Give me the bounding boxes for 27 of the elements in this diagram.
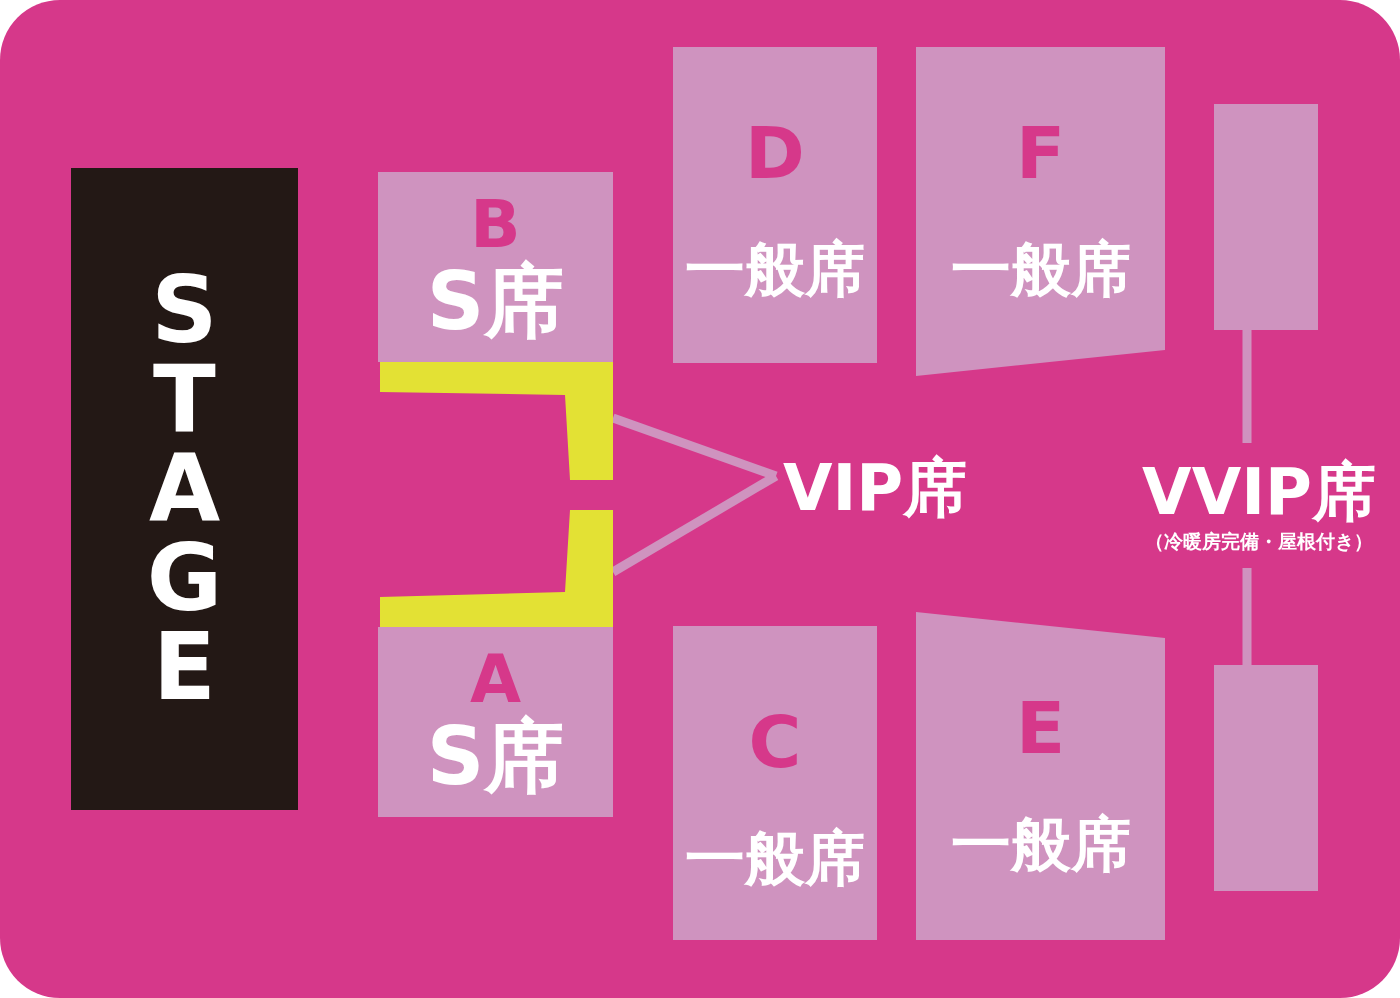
section-letter: A	[469, 647, 522, 713]
seating-section	[378, 627, 613, 817]
vvip-seating-box	[1214, 104, 1318, 330]
amenity-note: （冷暖房完備・屋根付き）	[1145, 532, 1373, 551]
seat-class-label: 一般席	[950, 239, 1131, 299]
seat-class-label: 一般席	[685, 239, 865, 299]
seating-section	[673, 626, 877, 940]
vip-label: VIP席	[782, 456, 968, 520]
vip-seating-area	[380, 510, 613, 627]
vvip-label: VVIP席	[1142, 460, 1376, 524]
seating-section	[916, 47, 1165, 376]
seating-section	[378, 172, 613, 362]
vip-seating-area	[380, 362, 613, 480]
stage-block	[71, 168, 298, 810]
section-letter: C	[748, 706, 802, 778]
seating-section	[916, 612, 1165, 940]
section-letter: F	[1015, 117, 1066, 189]
section-letter: E	[1015, 692, 1066, 764]
seating-section	[673, 47, 877, 363]
seat-class-label: 一般席	[950, 814, 1131, 874]
leader-line	[1242, 568, 1252, 665]
section-letter: B	[470, 192, 521, 258]
leader-line	[1242, 330, 1252, 443]
stage-label: STAGE	[145, 265, 224, 713]
vvip-seating-box	[1214, 665, 1318, 891]
section-letter: D	[745, 117, 805, 189]
seat-class-label: 一般席	[685, 828, 865, 888]
